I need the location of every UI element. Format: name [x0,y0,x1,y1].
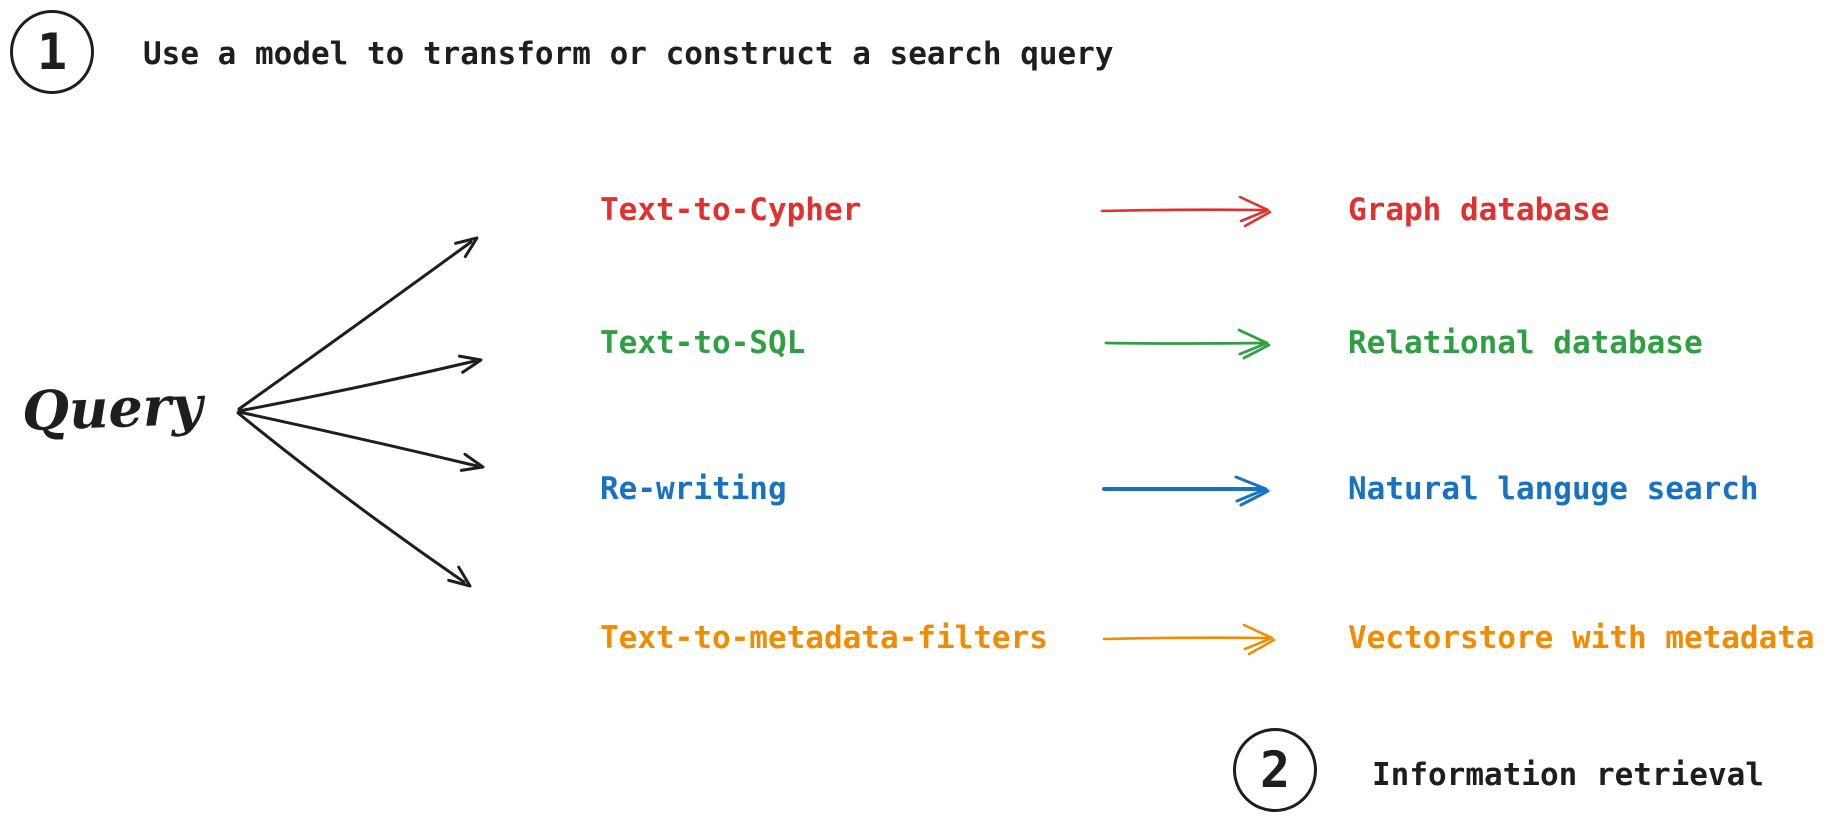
method-text-to-cypher: Text-to-Cypher [600,192,862,228]
step-2-title: Information retrieval [1372,757,1764,793]
method-re-writing: Re-writing [600,471,787,507]
arrow-text-to-metadata-filters-to-vectorstore [1102,623,1276,656]
fan-arrow-3 [237,410,485,472]
target-natural-language-search: Natural languge search [1348,471,1759,507]
step-2-number: 2 [1259,741,1291,799]
target-vectorstore-with-metadata: Vectorstore with metadata [1348,620,1815,656]
fan-arrow-4 [236,411,472,588]
method-text-to-sql: Text-to-SQL [600,325,806,361]
target-relational-database: Relational database [1348,325,1703,361]
step-1-title: Use a model to transform or construct a … [143,36,1114,72]
arrow-text-to-cypher-to-graph-database [1100,195,1272,228]
arrow-text-to-sql-to-relational-database [1104,328,1271,360]
fan-arrow-2 [237,354,483,413]
step-1-badge: 1 [10,10,94,94]
step-2-badge: 2 [1233,728,1317,812]
target-graph-database: Graph database [1348,192,1610,228]
fan-arrow-1 [237,236,479,411]
step-1-number: 1 [36,23,68,81]
method-text-to-metadata-filters: Text-to-metadata-filters [600,620,1048,656]
query-node-label: Query [20,372,204,444]
arrow-re-writing-to-natural-language-search [1102,475,1270,507]
